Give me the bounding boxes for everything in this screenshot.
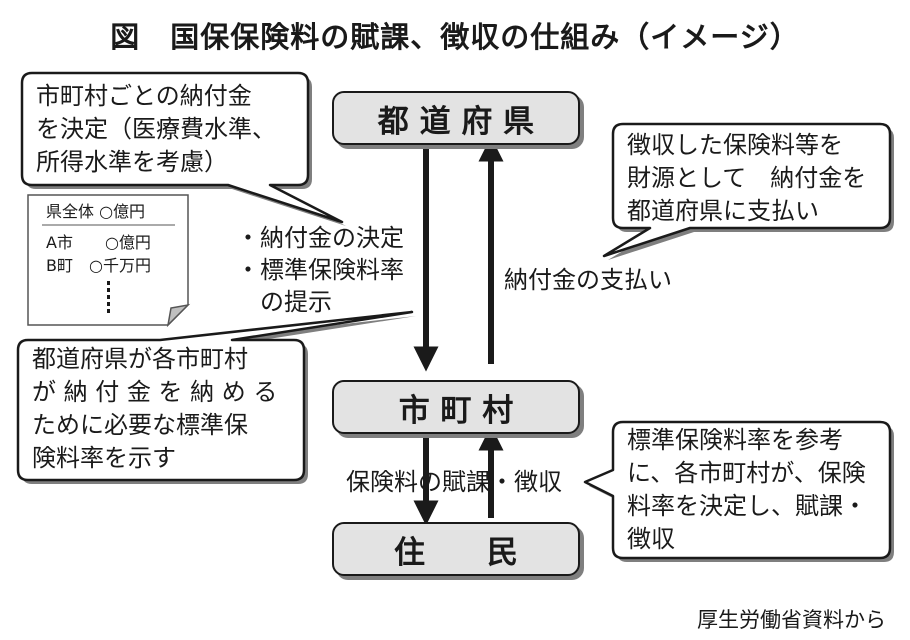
callout-top-left-bubble [20,71,346,226]
ellipsis-dots [107,281,110,313]
callout-top-right-line-3: 都道府県に支払い [627,197,819,225]
callout-bottom-right-line-4: 徴収 [627,525,675,553]
label-down-line-3: の提示 [236,288,332,316]
callout-mid-left-bubble [16,310,416,484]
label-levy-collection: 保険料の賦課・徴収 [346,468,562,496]
note-card-row-b: B町 ○千万円 [46,256,151,275]
callout-top-right-bubble [602,122,894,260]
node-prefecture: 都 道 府 県 [332,91,580,145]
node-residents: 住 民 [332,522,580,576]
callout-mid-left-line-2: が 納 付 金 を 納 め る [32,378,278,406]
note-card-shape [27,194,191,328]
callout-mid-left-line-1: 都道府県が各市町村 [32,345,248,373]
source-credit: 厚生労働省資料から [697,608,886,632]
label-up-payment: 納付金の支払い [504,266,672,294]
callout-mid-left-line-3: ために必要な標準保 [32,411,248,439]
note-card-row-a: A市 ○億円 [46,233,151,252]
callout-top-right-line-1: 徴収した保険料等を [627,131,843,159]
callout-bottom-right-bubble [583,420,894,562]
callout-top-left-line-1: 市町村ごとの納付金 [36,82,252,110]
diagram-title: 図 国保保険料の賦課、徴収の仕組み（イメージ） [110,20,800,54]
note-card-header: 県全体 ○億円 [46,202,146,221]
label-down-line-2: ・標準保険料率 [236,256,404,284]
callout-top-right-line-2: 財源として 納付金を [627,164,867,192]
callout-bottom-right-line-1: 標準保険料率を参考 [627,426,843,454]
callout-top-right-text: 徴収した保険料等を 財源として 納付金を 都道府県に支払い [627,129,866,228]
callout-top-left-line-3: 所得水準を考慮） [36,148,228,176]
label-down-line-1: ・納付金の決定 [236,224,404,252]
callout-top-left-line-2: を決定（医療費水準、 [36,115,276,143]
callout-bottom-right-line-2: に、各市町村が、保険 [627,459,866,487]
callout-top-left-text: 市町村ごとの納付金 を決定（医療費水準、 所得水準を考慮） [36,80,276,179]
node-municipality: 市 町 村 [332,380,580,434]
callout-mid-left-line-4: 険料率を示す [32,444,176,472]
callout-bottom-right-text: 標準保険料率を参考 に、各市町村が、保険 料率を決定し、賦課・ 徴収 [627,424,867,556]
callout-bottom-right-line-3: 料率を決定し、賦課・ [627,492,867,520]
callout-mid-left-text: 都道府県が各市町村 が 納 付 金 を 納 め る ために必要な標準保 険料率を… [32,343,277,475]
